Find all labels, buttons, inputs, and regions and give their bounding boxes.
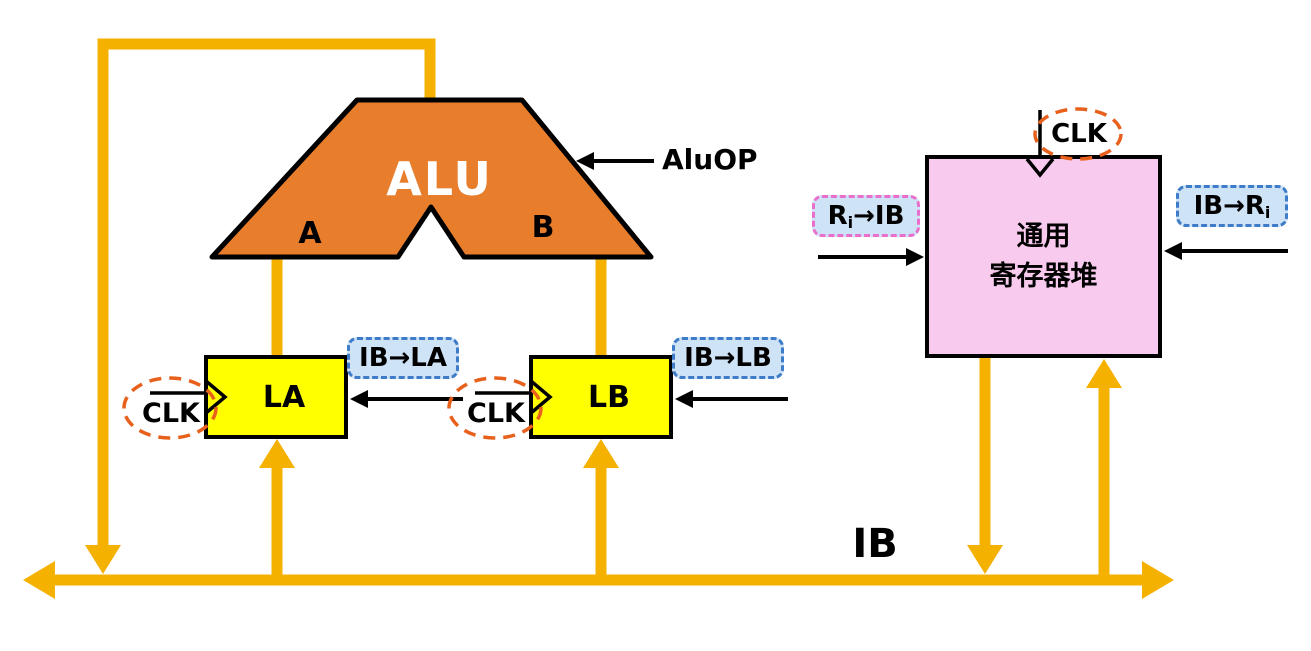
latch-la-label: LA	[262, 379, 306, 415]
register-file-label: 通用 寄存器堆	[927, 157, 1160, 356]
la-clk-highlight-ellipse	[122, 376, 218, 440]
ib-bus-left-arrowhead	[23, 561, 55, 599]
feedback-to-bus-arrowhead	[85, 545, 121, 574]
register-file-label-line2: 寄存器堆	[989, 260, 1098, 292]
register-file-label-line1: 通用	[1016, 221, 1071, 253]
register-clk-highlight-ellipse	[1033, 107, 1123, 161]
la-clk-label: CLK	[142, 398, 200, 429]
bus-to-lb-arrowhead	[583, 439, 619, 468]
bus-to-register-arrowhead	[1086, 359, 1122, 388]
register-file-box	[925, 155, 1162, 358]
ri-to-ib-signal-suffix: →IB	[853, 201, 905, 231]
aluop-arrowhead	[576, 152, 594, 170]
alu-port-b-label: B	[531, 210, 555, 245]
ib-to-ri-signal-subscript: i	[1264, 202, 1271, 222]
aluop-label: AluOP	[662, 143, 758, 176]
ib-lb-signal-arrowhead	[675, 390, 693, 408]
ri-ib-signal-arrowhead	[906, 248, 924, 266]
ri-to-ib-signal-prefix: R	[827, 201, 848, 231]
lb-clk-label: CLK	[467, 398, 525, 429]
register-to-bus-arrowhead	[967, 545, 1003, 574]
signal-box-ib-to-la: IB→LA	[347, 337, 459, 379]
register-clock-edge-icon	[1025, 157, 1055, 178]
alu-output-feedback-path	[97, 38, 436, 548]
latch-lb-box	[529, 355, 673, 439]
ib-to-lb-signal-label: IB→LB	[684, 343, 772, 373]
latch-lb-label: LB	[588, 379, 630, 415]
ib-la-signal-arrowhead	[350, 390, 368, 408]
bus-to-la-arrowhead	[259, 439, 295, 468]
ib-bus-right-arrowhead	[1142, 561, 1174, 599]
alu-port-a-label: A	[298, 216, 322, 251]
ib-to-ri-signal-prefix: IB→R	[1193, 191, 1265, 221]
ib-bus-label: IB	[852, 521, 898, 567]
latch-la-box	[204, 355, 348, 439]
lb-clk-highlight-ellipse	[447, 376, 543, 440]
ri-to-ib-signal-subscript: i	[847, 212, 854, 232]
ib-to-la-signal-label: IB→LA	[359, 343, 447, 373]
la-clock-edge-icon	[204, 379, 228, 415]
lb-clock-edge-icon	[529, 379, 553, 415]
signal-box-ib-to-lb: IB→LB	[672, 337, 784, 379]
register-clk-label: CLK	[1051, 119, 1107, 149]
ib-ri-signal-arrowhead	[1164, 242, 1182, 260]
alu-shape	[209, 97, 654, 260]
alu-label: ALU	[386, 152, 493, 206]
